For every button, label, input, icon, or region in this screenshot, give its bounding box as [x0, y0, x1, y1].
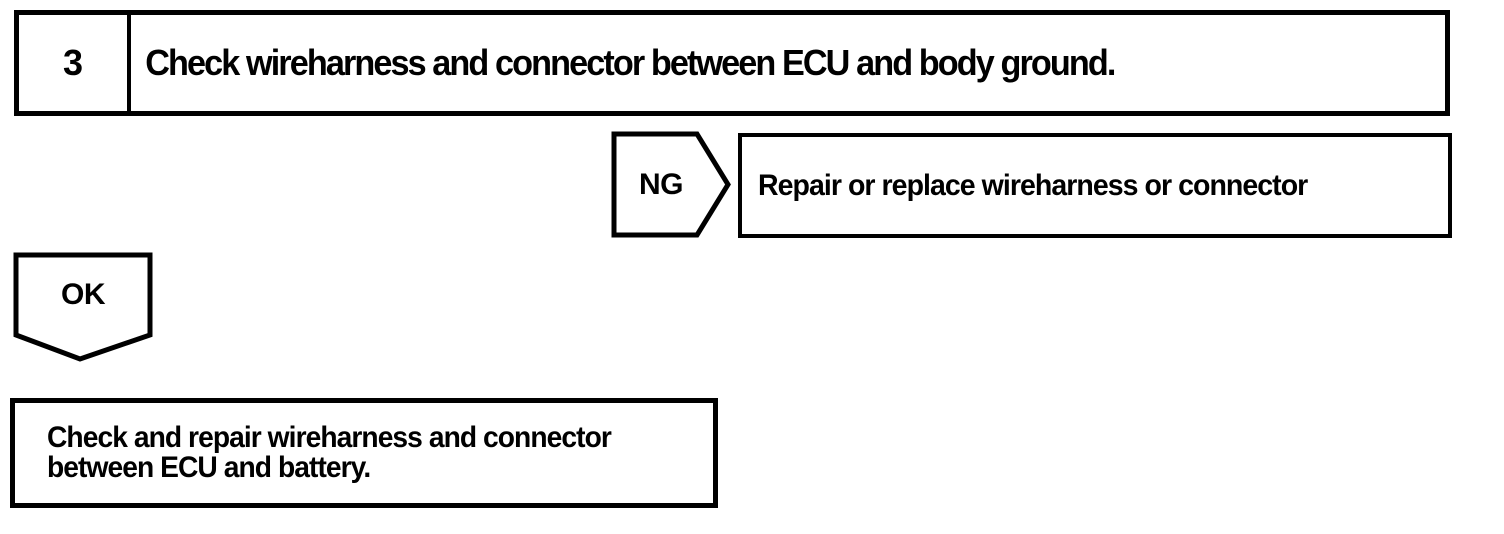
ng-action-box: Repair or replace wireharness or connect… [738, 133, 1452, 238]
step-instruction: Check wireharness and connector between … [145, 42, 1116, 83]
ok-action-line-1: Check and repair wireharness and connect… [47, 421, 612, 454]
ok-connector: OK [13, 252, 153, 362]
ok-action-box: Check and repair wireharness and connect… [10, 398, 718, 508]
ok-label: OK [61, 278, 106, 311]
ng-action-text: Repair or replace wireharness or connect… [758, 168, 1308, 202]
step-number: 3 [19, 15, 131, 111]
ng-pentagon-icon [611, 131, 731, 238]
ng-connector: NG [611, 131, 731, 238]
ok-pentagon-icon [13, 252, 153, 362]
ng-label: NG [639, 167, 684, 201]
ok-action-line-2: between ECU and battery. [47, 451, 371, 484]
step-box: 3 Check wireharness and connector betwee… [14, 10, 1450, 116]
